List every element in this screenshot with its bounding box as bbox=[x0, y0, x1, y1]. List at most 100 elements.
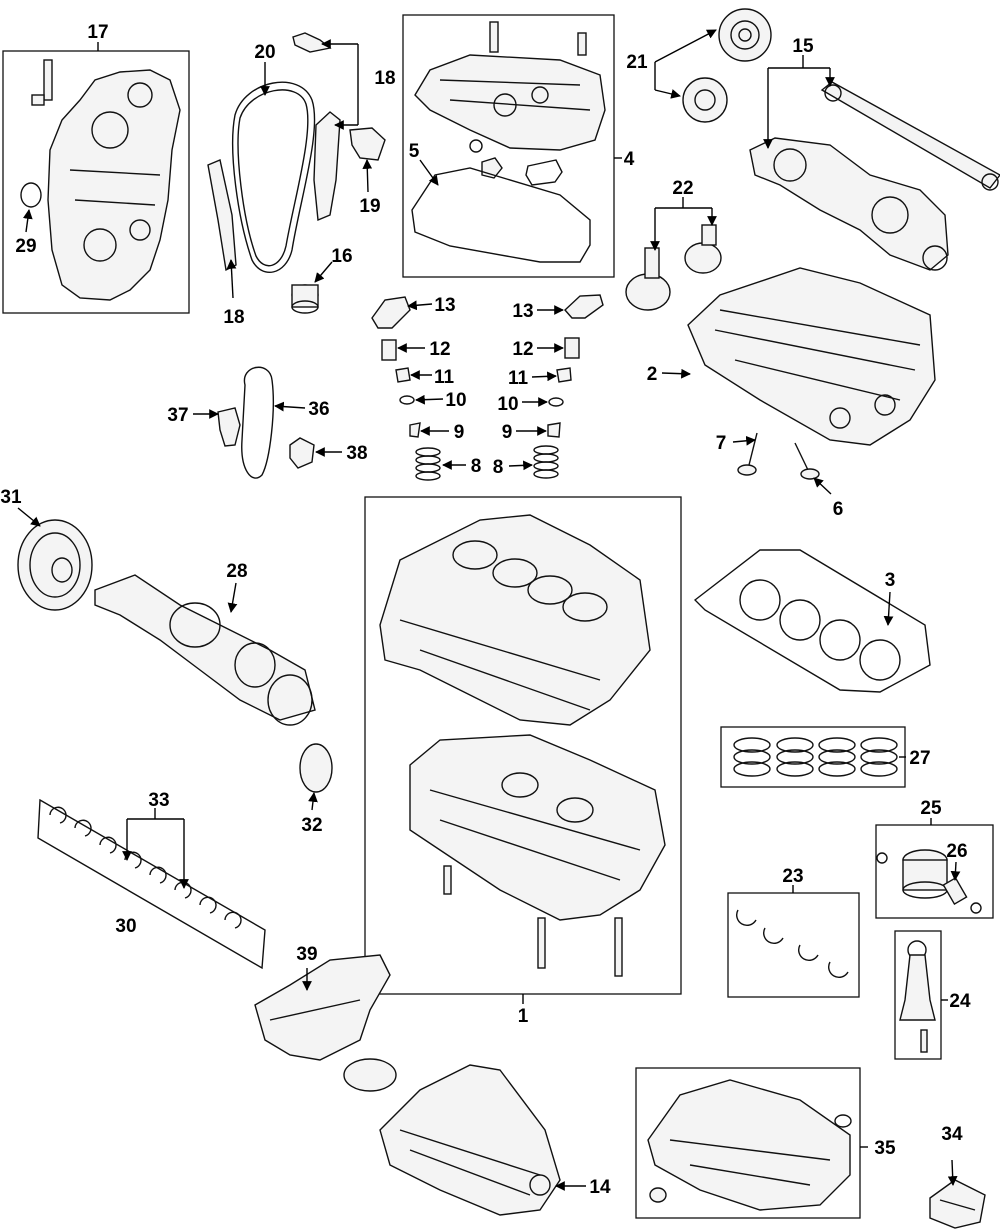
seal-9-right bbox=[547, 422, 561, 438]
seat-10-left bbox=[399, 395, 415, 405]
callout-18-upper: 18 bbox=[374, 68, 395, 89]
lash-adjuster-12-right bbox=[564, 337, 580, 359]
leader-lines bbox=[17, 29, 961, 1191]
callout-17: 17 bbox=[87, 22, 108, 43]
balance-shaft-housing bbox=[254, 954, 397, 1092]
callout-29: 29 bbox=[15, 236, 36, 257]
timing-cover bbox=[47, 69, 181, 301]
connecting-rod-box bbox=[894, 930, 942, 1060]
callout-11-right: 11 bbox=[508, 368, 529, 389]
callout-15: 15 bbox=[792, 36, 814, 57]
callout-35: 35 bbox=[874, 1138, 896, 1159]
rod-bearings-box bbox=[727, 892, 860, 998]
bolt-top-1 bbox=[489, 21, 499, 53]
washer bbox=[469, 139, 483, 153]
head-gasket bbox=[693, 549, 931, 693]
lash-adjuster-12-left bbox=[381, 339, 397, 361]
callout-26: 26 bbox=[946, 841, 967, 862]
valve-cover-group-box bbox=[402, 14, 615, 278]
rocker-arm-13-left bbox=[371, 296, 411, 329]
crankshaft-pulley bbox=[17, 519, 93, 611]
small-gasket bbox=[525, 159, 563, 186]
piston-ring-set bbox=[733, 737, 898, 777]
block-bolt-2 bbox=[537, 917, 546, 969]
callout-3: 3 bbox=[885, 570, 896, 591]
oil-pan bbox=[647, 1079, 852, 1211]
timing-chain bbox=[232, 81, 316, 273]
cylinder-head bbox=[687, 267, 936, 446]
callout-39: 39 bbox=[296, 944, 317, 965]
oil-pan-box bbox=[635, 1067, 861, 1219]
chain-guide-38 bbox=[289, 437, 315, 469]
vvt-solenoid-2 bbox=[684, 224, 722, 274]
callout-1: 1 bbox=[518, 1006, 529, 1027]
exhaust-valve bbox=[794, 442, 820, 480]
callout-labels: 17 29 20 18 18 19 16 5 4 21 15 22 13 12 … bbox=[0, 22, 971, 1198]
callout-19: 19 bbox=[359, 196, 380, 217]
callout-28: 28 bbox=[226, 561, 247, 582]
clip-left bbox=[876, 852, 888, 864]
valve-cover-gasket bbox=[411, 167, 591, 263]
callout-24: 24 bbox=[949, 991, 971, 1012]
timing-cover-group-box bbox=[2, 50, 190, 314]
block-bedplate bbox=[409, 734, 666, 921]
vvt-solenoid-1 bbox=[625, 247, 671, 311]
clip-right bbox=[970, 902, 982, 914]
sprocket-16 bbox=[291, 284, 319, 314]
callout-2: 2 bbox=[647, 364, 658, 385]
callout-9-left: 9 bbox=[454, 422, 465, 443]
cam-sprocket-lower bbox=[682, 77, 728, 123]
valve-cover bbox=[414, 54, 606, 151]
callout-8-right: 8 bbox=[493, 457, 504, 478]
callout-21: 21 bbox=[626, 52, 648, 73]
rear-main-seal bbox=[299, 743, 333, 793]
callout-30: 30 bbox=[115, 916, 136, 937]
oil-pump-chain bbox=[241, 366, 274, 479]
callout-22: 22 bbox=[672, 178, 693, 199]
callout-7: 7 bbox=[716, 433, 727, 454]
callout-14: 14 bbox=[589, 1177, 611, 1198]
callout-6: 6 bbox=[833, 499, 844, 520]
crankshaft bbox=[94, 574, 316, 726]
callout-9-right: 9 bbox=[502, 422, 513, 443]
piston-box bbox=[875, 824, 994, 919]
oil-cooler bbox=[929, 1179, 986, 1229]
callout-32: 32 bbox=[301, 815, 322, 836]
tensioner-19 bbox=[349, 127, 386, 161]
callout-16: 16 bbox=[331, 246, 352, 267]
callout-20: 20 bbox=[254, 42, 275, 63]
chain-guide-right bbox=[313, 111, 341, 222]
callout-10-right: 10 bbox=[497, 394, 518, 415]
intake-valve bbox=[737, 432, 758, 476]
callout-36: 36 bbox=[308, 399, 329, 420]
seat-10-right bbox=[548, 397, 564, 407]
callout-13-left: 13 bbox=[434, 295, 455, 316]
chain-guide-left bbox=[207, 159, 237, 272]
retainer-11-right bbox=[556, 367, 572, 383]
callout-4: 4 bbox=[624, 149, 635, 170]
seal-ring-29 bbox=[20, 182, 42, 208]
callout-13-right: 13 bbox=[512, 301, 533, 322]
callout-34: 34 bbox=[941, 1124, 963, 1145]
block-bolt-3 bbox=[614, 917, 623, 977]
chain-tensioner-37 bbox=[217, 407, 241, 447]
block-bolt-1 bbox=[443, 865, 452, 895]
callout-31: 31 bbox=[0, 487, 22, 508]
stud-bolt bbox=[31, 59, 53, 106]
rocker-arm-13-right bbox=[564, 294, 604, 319]
valve-spring-8-left bbox=[415, 447, 441, 481]
piston bbox=[902, 849, 948, 899]
bolt-top-2 bbox=[577, 32, 587, 56]
callout-25: 25 bbox=[920, 798, 942, 819]
callout-38: 38 bbox=[346, 443, 367, 464]
main-bearing-set bbox=[37, 798, 266, 970]
bracket-18 bbox=[292, 32, 332, 53]
callout-5: 5 bbox=[409, 141, 420, 162]
callout-18-lower: 18 bbox=[223, 307, 244, 328]
cylinder-block bbox=[379, 514, 651, 726]
callout-8-left: 8 bbox=[471, 456, 482, 477]
retainer-11-left bbox=[395, 367, 411, 383]
cam-sprocket-upper bbox=[718, 8, 772, 62]
piston-pin bbox=[942, 877, 968, 905]
